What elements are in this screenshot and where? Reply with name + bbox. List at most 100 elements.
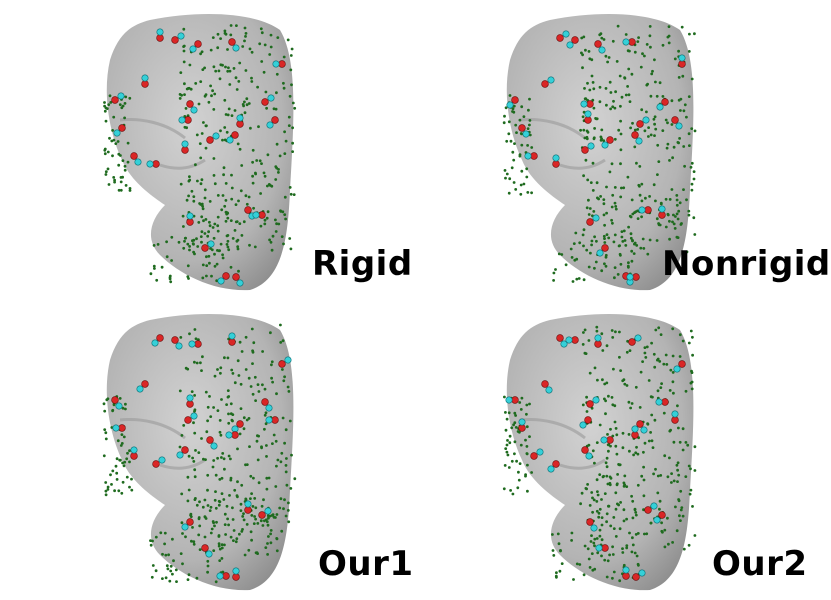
dense-point: [212, 236, 216, 240]
dense-point: [635, 445, 638, 449]
dense-point: [582, 228, 586, 232]
dense-point: [502, 121, 506, 125]
dense-point: [627, 433, 631, 436]
dense-point: [678, 514, 681, 518]
dense-point: [220, 492, 224, 495]
dense-point: [161, 577, 164, 580]
dense-point: [247, 548, 251, 552]
dense-point: [595, 537, 599, 540]
dense-point: [666, 35, 670, 39]
dense-point: [128, 485, 131, 489]
dense-point: [588, 504, 592, 507]
dense-point: [644, 196, 647, 200]
dense-point: [205, 430, 209, 434]
landmark-source: [530, 452, 538, 460]
dense-point: [588, 57, 592, 61]
dense-point: [580, 51, 583, 55]
landmark-source: [258, 511, 266, 519]
dense-point: [268, 184, 272, 187]
dense-point: [519, 183, 523, 187]
dense-point: [646, 82, 649, 86]
dense-point: [673, 227, 677, 230]
dense-point: [119, 176, 123, 179]
dense-point: [572, 578, 575, 581]
dense-point: [640, 108, 644, 112]
dense-point: [197, 533, 201, 537]
dense-point: [239, 407, 243, 410]
dense-point: [201, 263, 205, 267]
dense-point: [209, 48, 213, 52]
dense-point: [266, 153, 270, 157]
dense-point: [214, 580, 218, 584]
landmark-source: [206, 136, 214, 144]
dense-point: [217, 542, 221, 546]
dense-point: [274, 165, 278, 169]
dense-point: [608, 170, 612, 174]
landmark-source: [228, 38, 236, 46]
dense-point: [224, 533, 228, 536]
dense-point: [513, 142, 516, 146]
dense-point: [257, 390, 261, 393]
dense-point: [198, 500, 201, 504]
landmark-target: [112, 424, 120, 432]
dense-point: [251, 174, 255, 178]
dense-point: [610, 162, 614, 166]
dense-point: [631, 536, 634, 540]
landmark-source: [194, 340, 202, 348]
dense-point: [670, 472, 673, 475]
landmark-target: [585, 452, 593, 460]
dense-point: [271, 380, 274, 384]
dense-point: [286, 38, 290, 42]
dense-point: [284, 428, 288, 432]
landmark-target: [232, 567, 240, 575]
dense-point: [267, 535, 270, 538]
dense-point: [504, 447, 508, 450]
dense-point: [163, 542, 167, 546]
dense-point: [195, 133, 199, 137]
dense-point: [265, 476, 269, 480]
dense-point: [248, 243, 251, 247]
dense-point: [509, 489, 512, 492]
landmark-target: [266, 121, 274, 129]
dense-point: [187, 194, 191, 198]
dense-point: [530, 191, 533, 195]
dense-point: [678, 355, 682, 358]
dense-point: [279, 323, 282, 327]
dense-point: [200, 202, 204, 206]
dense-point: [169, 569, 173, 573]
dense-point: [112, 115, 116, 119]
dense-point: [658, 360, 662, 363]
dense-point: [194, 163, 197, 167]
dense-point: [577, 277, 581, 280]
dense-point: [610, 396, 614, 399]
dense-point: [261, 383, 264, 387]
dense-point: [595, 325, 599, 329]
dense-point: [614, 205, 618, 208]
dense-point: [270, 363, 273, 367]
dense-point: [283, 213, 287, 217]
dense-point: [224, 182, 228, 185]
dense-point: [607, 449, 610, 453]
dense-point: [238, 147, 242, 151]
landmark-source: [511, 96, 519, 104]
landmark-target: [545, 386, 553, 394]
dense-point: [591, 496, 594, 500]
dense-point: [230, 197, 234, 201]
dense-point: [217, 544, 221, 548]
landmark-source: [118, 424, 126, 432]
dense-point: [236, 245, 240, 249]
dense-point: [642, 247, 646, 250]
dense-point: [121, 406, 125, 410]
dense-point: [641, 360, 644, 363]
dense-point: [649, 94, 653, 98]
dense-point: [275, 392, 278, 396]
dense-point: [201, 276, 205, 280]
dense-point: [203, 196, 207, 200]
dense-point: [619, 369, 622, 372]
dense-point: [237, 374, 241, 377]
dense-point: [245, 97, 249, 101]
landmark-target: [146, 160, 154, 168]
dense-point: [281, 210, 285, 214]
dense-point: [179, 336, 183, 339]
dense-point: [223, 29, 227, 33]
